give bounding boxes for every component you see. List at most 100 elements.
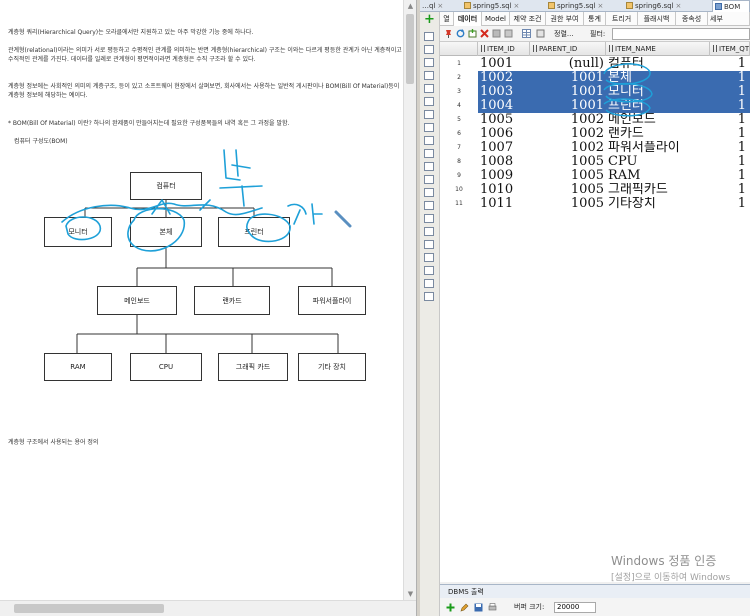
close-icon[interactable]: × (597, 2, 604, 10)
tab-sql-prev[interactable]: …ql× (422, 2, 444, 10)
connection-icon[interactable] (424, 201, 434, 210)
subtab-dependencies[interactable]: 종속성 (676, 12, 708, 26)
subtab-details[interactable]: 세부 (708, 12, 750, 26)
cell-item-qty[interactable]: 1 (737, 155, 746, 169)
cell-parent-id[interactable]: 1005 (570, 183, 604, 197)
cell-item-qty[interactable]: 1 (737, 57, 746, 71)
table-row[interactable]: 8 1008 1005 CPU 1 (440, 155, 750, 169)
cell-item-name[interactable]: 기타장치 (608, 197, 656, 211)
column-header-item-qty[interactable]: ITEM_QTY (710, 42, 750, 56)
cell-item-name[interactable]: 랜카드 (608, 127, 644, 141)
cell-item-qty[interactable]: 1 (737, 141, 746, 155)
cell-item-name[interactable]: 컴퓨터 (608, 57, 644, 71)
hscroll-thumb[interactable] (14, 604, 164, 613)
subtab-triggers[interactable]: 트리거 (606, 12, 638, 26)
cell-item-id[interactable]: 1005 (480, 113, 514, 127)
pane-splitter[interactable] (416, 0, 420, 616)
refresh-icon[interactable] (456, 29, 465, 38)
subtab-grants[interactable]: 권한 부여 (546, 12, 584, 26)
save-icon[interactable] (474, 603, 483, 612)
scroll-down-icon[interactable]: ▼ (407, 590, 414, 598)
cell-item-name[interactable]: 파워서플라이 (608, 141, 680, 155)
connection-icon[interactable] (424, 227, 434, 236)
buffer-size-input[interactable]: 20000 (554, 602, 596, 613)
connection-icon[interactable] (424, 123, 434, 132)
connection-icon[interactable] (424, 240, 434, 249)
cell-parent-id[interactable]: 1005 (570, 155, 604, 169)
cell-item-name[interactable]: 그래픽카드 (608, 183, 668, 197)
connection-icon[interactable] (424, 58, 434, 67)
table-row[interactable]: 7 1007 1002 파워서플라이 1 (440, 141, 750, 155)
sort-button[interactable]: 정렬... (554, 30, 574, 38)
subtab-statistics[interactable]: 통계 (584, 12, 606, 26)
connection-icon[interactable] (424, 45, 434, 54)
cell-item-qty[interactable]: 1 (737, 85, 746, 99)
rollback-icon[interactable] (504, 29, 513, 38)
cell-item-id[interactable]: 1001 (480, 57, 514, 71)
cell-parent-id[interactable]: 1001 (570, 99, 604, 113)
column-header-item-name[interactable]: ITEM_NAME (606, 42, 710, 56)
tab-bom[interactable]: BOM (712, 0, 750, 12)
close-icon[interactable]: × (437, 2, 444, 10)
subtab-constraints[interactable]: 제약 조건 (510, 12, 546, 26)
cell-item-name[interactable]: 본체 (608, 71, 632, 85)
table-row[interactable]: 11 1011 1005 기타장치 1 (440, 197, 750, 211)
cell-parent-id[interactable]: 1005 (570, 169, 604, 183)
cell-item-qty[interactable]: 1 (737, 183, 746, 197)
dbms-output-header[interactable]: DBMS 출력 (440, 584, 750, 598)
connection-icon[interactable] (424, 32, 434, 41)
document-horizontal-scrollbar[interactable] (0, 600, 416, 616)
connection-icon[interactable] (424, 84, 434, 93)
connection-icon[interactable] (424, 110, 434, 119)
pin-icon[interactable] (444, 29, 453, 38)
cell-parent-id[interactable]: 1005 (570, 197, 604, 211)
cell-parent-id[interactable]: 1002 (570, 113, 604, 127)
cell-parent-id[interactable]: 1001 (570, 85, 604, 99)
edit-icon[interactable] (460, 603, 469, 612)
cell-item-id[interactable]: 1002 (480, 71, 514, 85)
document-vertical-scrollbar[interactable]: ▲ ▼ (403, 0, 416, 600)
cell-item-id[interactable]: 1008 (480, 155, 514, 169)
connection-icon[interactable] (424, 97, 434, 106)
cell-item-id[interactable]: 1009 (480, 169, 514, 183)
cell-item-id[interactable]: 1006 (480, 127, 514, 141)
add-connection-icon[interactable]: + (424, 12, 435, 27)
column-header-item-id[interactable]: ITEM_ID (478, 42, 530, 56)
insert-row-icon[interactable] (468, 29, 477, 38)
table-row[interactable]: 1 1001 (null) 컴퓨터 1 (440, 57, 750, 71)
table-row[interactable]: 5 1005 1002 메인보드 1 (440, 113, 750, 127)
connection-icon[interactable] (424, 279, 434, 288)
subtab-columns[interactable]: 열 (440, 12, 454, 26)
cell-item-name[interactable]: CPU (608, 155, 638, 169)
cell-item-qty[interactable]: 1 (737, 99, 746, 113)
table-row[interactable]: 2 1002 1001 본체 1 (440, 71, 750, 85)
connection-icon[interactable] (424, 266, 434, 275)
scrollbar-thumb[interactable] (406, 14, 414, 84)
connection-icon[interactable] (424, 188, 434, 197)
cell-item-qty[interactable]: 1 (737, 113, 746, 127)
connection-icon[interactable] (424, 149, 434, 158)
scroll-up-icon[interactable]: ▲ (407, 2, 414, 10)
commit-icon[interactable] (492, 29, 501, 38)
cell-item-id[interactable]: 1007 (480, 141, 514, 155)
cell-item-qty[interactable]: 1 (737, 169, 746, 183)
column-header-parent-id[interactable]: PARENT_ID (530, 42, 606, 56)
connection-icon[interactable] (424, 175, 434, 184)
connection-icon[interactable] (424, 253, 434, 262)
close-icon[interactable]: × (513, 2, 520, 10)
enable-output-icon[interactable] (446, 603, 455, 612)
connection-icon[interactable] (424, 214, 434, 223)
filter-input[interactable] (612, 28, 750, 40)
connection-icon[interactable] (424, 71, 434, 80)
cell-item-qty[interactable]: 1 (737, 71, 746, 85)
tab-spring5-b[interactable]: spring5.sql× (546, 0, 620, 12)
cell-parent-id[interactable]: 1002 (570, 127, 604, 141)
cell-item-name[interactable]: RAM (608, 169, 641, 183)
connection-icon[interactable] (424, 136, 434, 145)
tab-spring6[interactable]: spring6.sql× (624, 0, 710, 12)
cell-item-qty[interactable]: 1 (737, 127, 746, 141)
cell-item-name[interactable]: 메인보드 (608, 113, 656, 127)
table-row[interactable]: 4 1004 1001 프린터 1 (440, 99, 750, 113)
table-row[interactable]: 9 1009 1005 RAM 1 (440, 169, 750, 183)
cell-parent-id[interactable]: (null) (568, 57, 604, 71)
